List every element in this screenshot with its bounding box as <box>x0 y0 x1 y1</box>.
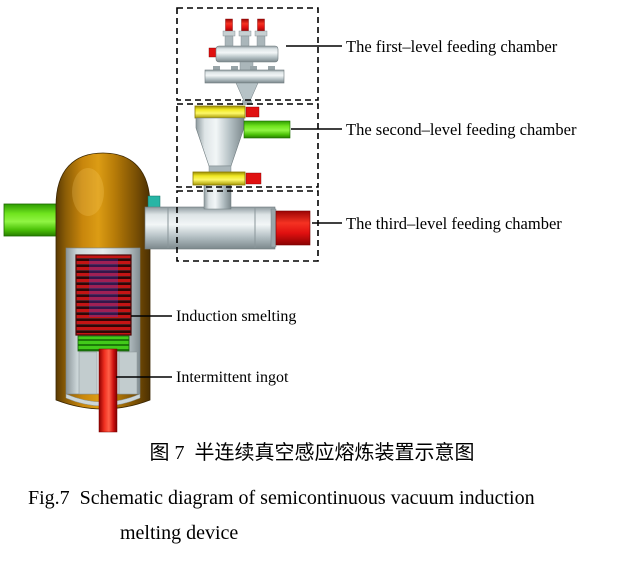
feeder-cone <box>235 82 259 102</box>
ingot-rod <box>98 348 118 433</box>
plate-bolt <box>268 66 275 71</box>
horizontal-pipe <box>144 206 276 250</box>
left-feed-pipe <box>3 203 61 237</box>
dome-highlight <box>72 168 104 216</box>
label-induction-smelting: Induction smelting <box>176 308 297 325</box>
first-level-chamber <box>204 18 285 105</box>
hopper-green-pipe <box>243 120 291 139</box>
pipe-junction-ring <box>270 208 277 248</box>
hopper-bottom-flange <box>192 171 246 186</box>
leader-lines <box>116 45 342 378</box>
hopper-top-valve-red <box>245 106 260 118</box>
feeder-plate <box>204 69 285 84</box>
hopper-bottom-valve-red <box>245 172 262 185</box>
dashed-box-third-level <box>176 190 319 262</box>
caption-english-line2: melting device <box>120 522 239 544</box>
vessel-bottom-rim <box>65 393 141 407</box>
feeder-post <box>238 18 252 48</box>
main-vessel <box>55 152 161 433</box>
caption-english-line1: Fig.7 Schematic diagram of semicontinuou… <box>28 487 535 509</box>
plate-bolt <box>213 66 220 71</box>
apparatus-diagram <box>3 7 342 433</box>
label-first-level-chamber: The first–level feeding chamber <box>346 37 558 56</box>
dashed-box-second-level <box>176 103 319 188</box>
feeder-post <box>222 18 236 48</box>
plate-bolt <box>250 66 257 71</box>
dashed-box-first-level <box>176 7 319 101</box>
induction-coil <box>75 254 132 336</box>
hopper-funnel <box>195 117 245 167</box>
label-second-level-chamber: The second–level feeding chamber <box>346 120 577 139</box>
crucible-wall-right <box>118 351 138 395</box>
hopper-top-flange <box>194 105 246 119</box>
hopper-vertical-connector <box>203 184 232 210</box>
plate-bolt <box>231 66 238 71</box>
feeder-manifold <box>215 45 279 63</box>
pipe-red-cap <box>275 210 311 246</box>
third-level-chamber <box>144 206 311 250</box>
feeder-cone-neck <box>242 100 252 105</box>
second-level-chamber <box>192 105 291 210</box>
dashed-boxes <box>176 7 319 262</box>
crucible-wall-left <box>78 351 98 395</box>
caption-chinese: 图 7 半连续真空感应熔炼装置示意图 <box>149 442 475 464</box>
label-third-level-chamber: The third–level feeding chamber <box>346 214 562 233</box>
label-intermittent-ingot: Intermittent ingot <box>176 369 289 386</box>
feeder-post <box>254 18 268 48</box>
melt-zone <box>89 259 118 317</box>
